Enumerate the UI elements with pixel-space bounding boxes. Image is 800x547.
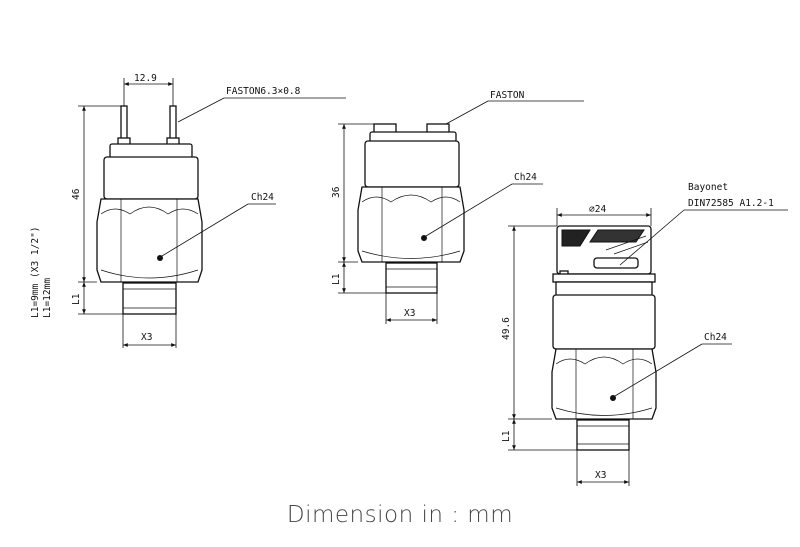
- hex-label-left: Ch24: [251, 192, 274, 203]
- dim-46: 46: [71, 188, 82, 200]
- dim-diameter-24: ∅24: [589, 204, 606, 215]
- dimensions-right: Bayonet DIN72585 A1.2-1 ∅24 49.6 L1 Ch24…: [501, 182, 788, 486]
- note-l1-9mm: L1=9mm (X3 1/2"): [30, 226, 41, 318]
- note-l1-12mm: L1=12mm: [42, 278, 53, 318]
- dim-36: 36: [331, 186, 342, 198]
- dimension-caption: Dimension in : mm: [287, 502, 513, 528]
- faston-label-left: FASTON6.3×0.8: [226, 86, 301, 97]
- thread-dim-middle: X3: [404, 308, 415, 319]
- dimensions-middle: FASTON 36 L1 Ch24 X3: [331, 90, 584, 324]
- l1-label-left: L1: [71, 293, 82, 305]
- faston-label-middle: FASTON: [490, 90, 525, 101]
- dim-49-6: 49.6: [501, 317, 512, 340]
- l1-label-right: L1: [501, 430, 512, 442]
- hex-label-middle: Ch24: [514, 172, 537, 183]
- l1-label-middle: L1: [331, 273, 342, 285]
- din-label: DIN72585 A1.2-1: [688, 198, 774, 209]
- dim-12-9: 12.9: [134, 73, 157, 84]
- thread-dim-left: X3: [141, 332, 152, 343]
- dimensions-left: 12.9 FASTON6.3×0.8 46 L1 L1=9mm (X3 1/2"…: [30, 73, 346, 348]
- switch-right: [551, 225, 657, 451]
- switch-middle: [357, 123, 465, 294]
- switch-left: [96, 105, 203, 315]
- thread-dim-right: X3: [595, 470, 606, 481]
- bayonet-label: Bayonet: [688, 182, 728, 193]
- hex-label-right: Ch24: [704, 332, 727, 343]
